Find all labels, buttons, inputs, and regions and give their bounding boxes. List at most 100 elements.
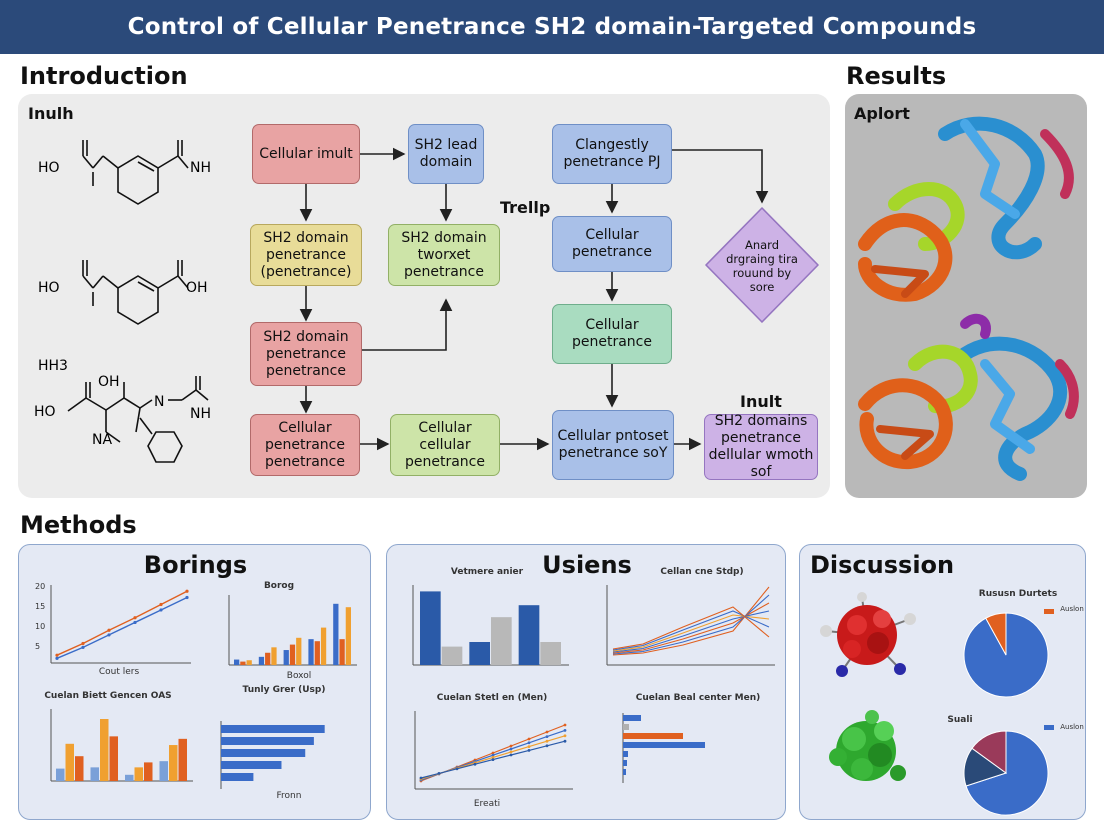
vetmere-bar-2-1 — [540, 642, 561, 665]
line-point-0-0 — [55, 653, 59, 657]
usiens-bar-chart — [412, 585, 569, 666]
mol3-na-label: NA — [92, 432, 113, 448]
vetmere-bar-0-1 — [441, 646, 463, 665]
svg-text:15: 15 — [35, 602, 45, 611]
cuelan-stetl-point-3-8 — [563, 739, 567, 743]
cuelan-stetl-point-3-4 — [491, 758, 495, 761]
flow-box-cellular-penetrance-1: Cellular penetrance — [552, 216, 672, 272]
cuelan-stetl-point-2-4 — [491, 756, 495, 759]
protein-structure-image — [858, 116, 1079, 481]
cuelan-beal-hbar-1 — [623, 724, 629, 730]
pie1-title: Rususn Durtets — [978, 589, 1058, 599]
mol2-right-label: OH — [186, 280, 208, 296]
cuelan-biett-bar-3-1 — [169, 745, 178, 781]
borog-bar-4-0 — [333, 603, 339, 665]
borog-bar-3-1 — [314, 641, 320, 665]
cuelan-biett-bar-1-0 — [90, 767, 99, 781]
borings-c2-title: Borog — [263, 581, 295, 591]
line-point-0-4 — [159, 602, 163, 607]
cuelan-biett-bar-0-0 — [56, 768, 65, 781]
flow-label-trellp: Trellp — [500, 198, 551, 217]
cuelan-stetl-point-3-3 — [473, 762, 477, 766]
pie2-legend: Auslon — [1060, 723, 1084, 731]
flow-box-sh2-domain-tworxet: SH2 domain tworxet penetrance — [388, 224, 500, 286]
pie1-slice-1 — [985, 612, 1007, 656]
borings-c1-xlabel: Cout lers — [98, 667, 140, 677]
line-point-0-2 — [107, 628, 111, 632]
cuelan-stetl-point-0-4 — [491, 751, 495, 755]
usiens-c1-title: Vetmere anier — [450, 567, 524, 577]
flow-box-sh2-lead-domain: SH2 lead domain — [408, 124, 484, 184]
pie2-slice-0 — [965, 730, 1049, 816]
vetmere-bar-1-1 — [491, 617, 512, 665]
mol3-oh-label: OH — [98, 374, 120, 390]
flow-box-clangestly-penetrance: Clangestly penetrance PJ — [552, 124, 672, 184]
cuelan-stetl-point-3-5 — [509, 753, 513, 757]
tunly-hbar-4 — [221, 773, 254, 781]
borog-bar-2-1 — [289, 644, 296, 665]
cuelan-biett-bar-1-1 — [100, 719, 109, 781]
pie-chart-1 — [963, 609, 1054, 698]
borings-hbar-chart — [220, 721, 325, 789]
flow-box-cellular-penetrance-3: Cellular penetrance penetrance — [250, 414, 360, 476]
flow-label-inult: Inult — [740, 392, 782, 411]
molecule-red-image — [820, 592, 916, 677]
line-series-0 — [56, 590, 188, 656]
cuelan-biett-bar-0-2 — [75, 756, 84, 781]
borings-title: Borings — [143, 551, 248, 579]
results-heading: Results — [846, 62, 947, 90]
line-point-0-5 — [185, 589, 189, 593]
vetmere-bar-1-0 — [469, 642, 490, 665]
cuelan-biett-bar-2-1 — [134, 767, 143, 781]
mol3-left-label: HO — [34, 404, 56, 420]
borog-bar-1-1 — [265, 652, 271, 665]
line-point-1-1 — [81, 645, 85, 649]
borog-bar-0-0 — [234, 659, 240, 665]
borog-bar-2-2 — [296, 637, 302, 665]
svg-text:20: 20 — [35, 582, 45, 591]
usiens-c3-title: Cuelan Stetl en (Men) — [436, 693, 548, 703]
flow-diamond-shape — [705, 207, 819, 323]
cuelan-beal-hbar-6 — [623, 769, 626, 775]
borog-bar-1-0 — [258, 656, 265, 665]
mol1-left-label: HO — [38, 160, 60, 176]
line-point-1-2 — [107, 633, 111, 637]
cuelan-biett-bar-3-0 — [159, 761, 168, 781]
cuelan-stetl-point-2-6 — [527, 745, 531, 748]
cuelan-beal-hbar-3 — [623, 742, 705, 748]
pie2-title: Suali — [947, 715, 973, 725]
svg-text:10: 10 — [35, 622, 45, 631]
usiens-title: Usiens — [542, 551, 632, 579]
pie1-legend: Auslon — [1060, 605, 1084, 613]
usiens-c2-title: Cellan cne Stdp) — [660, 567, 744, 577]
cuelan-stetl-point-1-4 — [491, 753, 495, 757]
cuelan-biett-bar-2-2 — [144, 762, 153, 781]
cuelan-beal-hbar-2 — [623, 733, 683, 739]
borog-bar-4-1 — [339, 639, 345, 665]
borings-line-chart: 20 15 10 5 — [35, 582, 191, 664]
pie-chart-2 — [963, 725, 1054, 816]
results-panel: Aplort — [845, 94, 1087, 498]
cuelan-stetl-point-2-7 — [545, 739, 549, 743]
cuelan-stetl-point-3-2 — [455, 767, 459, 771]
borog-bar-0-2 — [246, 660, 252, 665]
cuelan-stetl-point-3-6 — [527, 749, 531, 752]
cuelan-biett-bar-1-2 — [109, 736, 118, 781]
cuelan-biett-bar-0-1 — [65, 743, 74, 781]
flow-box-cellular-penetrance-2: Cellular penetrance — [552, 304, 672, 364]
borings-c2-xlabel: Boxol — [286, 671, 312, 681]
borog-bar-2-0 — [283, 650, 289, 665]
borog-bar-1-2 — [271, 647, 277, 665]
flow-box-sh2-domain-penetrance-2: SH2 domain penetrance penetrance — [250, 322, 362, 386]
discussion-card: Discussion — [799, 544, 1086, 820]
tunly-hbar-1 — [221, 737, 314, 745]
borings-c4-title: Tunly Grer (Usp) — [242, 685, 326, 695]
tunly-hbar-3 — [221, 761, 282, 769]
flow-diamond-text: Anard drgraing tira rouund by sore — [726, 238, 798, 294]
cuelan-stetl-point-0-8 — [563, 723, 567, 727]
line-series-1 — [56, 596, 188, 659]
cuelan-stetl-point-0-7 — [545, 730, 549, 734]
mol3-top-label: HH3 — [38, 358, 68, 374]
cuelan-beal-hbar-4 — [623, 751, 628, 757]
cuelan-biett-bar-2-0 — [125, 774, 134, 781]
